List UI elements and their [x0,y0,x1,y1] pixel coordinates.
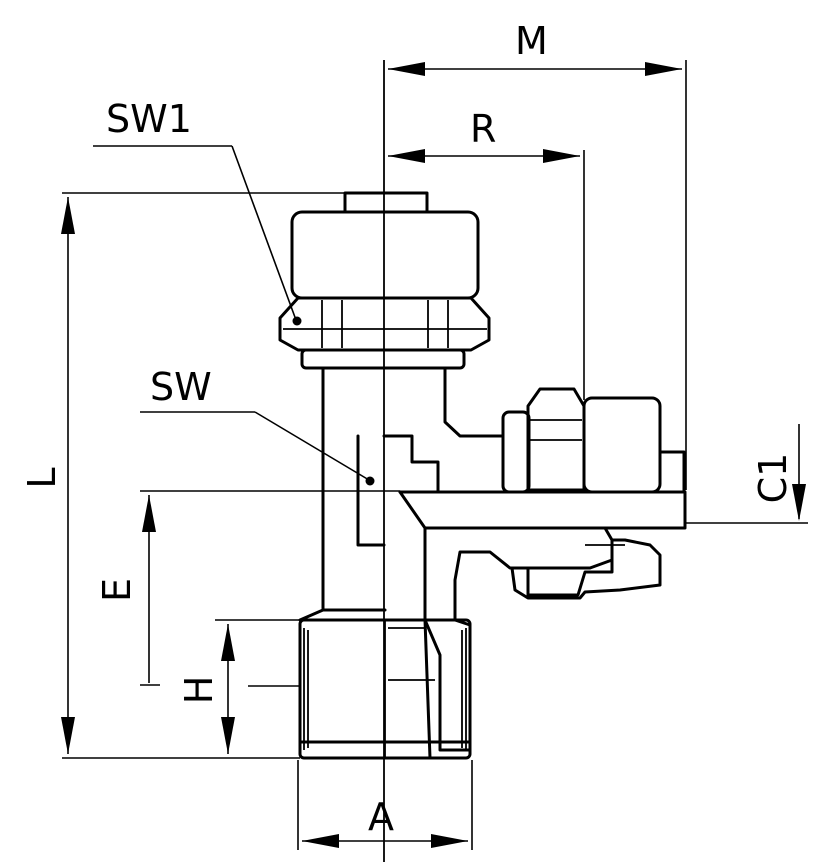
top-hex-nut [278,296,491,352]
label-r: R [470,107,496,151]
label-m: M [515,19,548,63]
label-a: A [368,795,394,839]
label-c1: C1 [751,453,795,504]
dimension-lines [61,60,808,850]
top-nut-assembly [278,191,491,370]
label-h: H [177,676,221,705]
side-nut-assembly [501,387,686,494]
sw1-marker-dot [292,316,302,326]
fitting-body [298,366,505,622]
section-view [398,490,687,760]
label-sw1: SW1 [106,97,192,141]
top-knurled-sleeve [290,210,480,300]
male-thread [298,618,472,760]
hatched-body-section [423,526,614,752]
label-sw: SW [150,365,212,409]
label-e: E [95,578,139,602]
side-knurled-sleeve [582,396,662,494]
hatched-nut-section [510,538,662,600]
label-l: L [20,467,64,488]
dimension-labels: M R SW1 SW L E H A C1 [20,19,795,839]
